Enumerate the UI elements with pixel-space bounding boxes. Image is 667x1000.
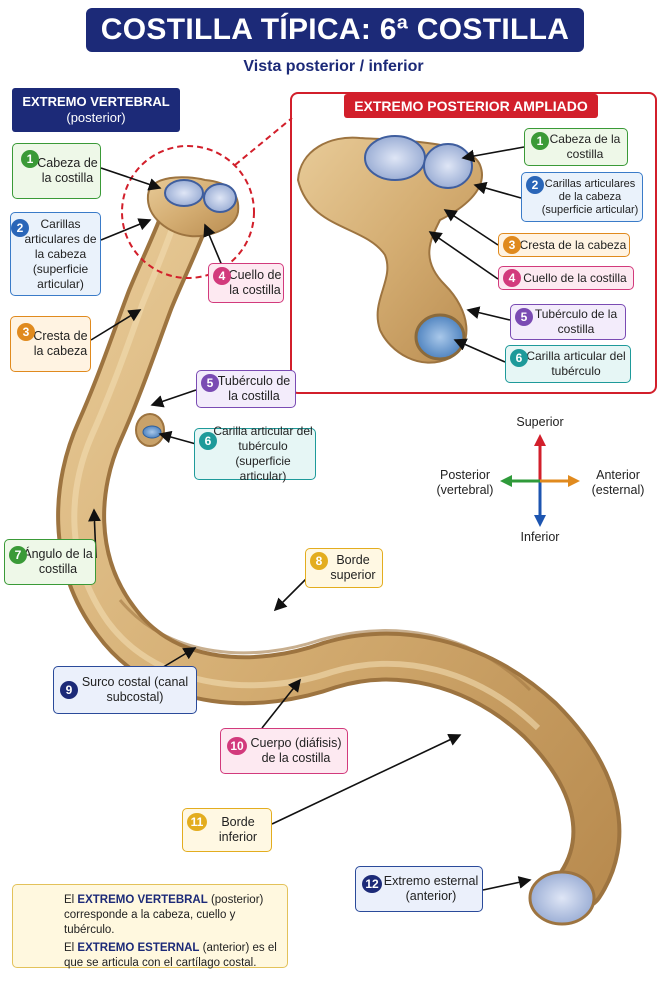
zoom-circle — [121, 145, 255, 279]
label-body: 10 Cuerpo (diáfisis) de la costilla — [220, 728, 348, 774]
arrow-down-icon — [534, 515, 546, 527]
zoom-label-head: 1 Cabeza de la costilla — [524, 128, 628, 166]
label-angle: 7 Ángulo de la costilla — [4, 539, 96, 585]
label-neck: 4 Cuello de la costilla — [208, 263, 284, 303]
orientation-cross — [500, 434, 580, 527]
zoom-label-head-facets: 2 Carillas articulares de la cabeza (sup… — [521, 172, 643, 222]
zoom-connector — [234, 117, 293, 166]
rib-body — [56, 185, 622, 910]
arrow-up-icon — [534, 434, 546, 446]
label-tubercle: 5 Tubérculo de la costilla — [196, 370, 296, 408]
direction-inferior: Inferior — [520, 530, 560, 544]
info-note-text: El EXTREMO VERTEBRAL (posterior) corresp… — [64, 893, 286, 971]
direction-posterior: Posterior (vertebral) — [436, 468, 494, 497]
label-tubercle-facet: 6 Carilla articular del tubérculo (super… — [194, 424, 316, 483]
info-note — [12, 884, 288, 968]
label-head-crest: 3 Cresta de la cabeza — [10, 316, 91, 372]
note-paragraph-1: El EXTREMO VERTEBRAL (posterior) corresp… — [64, 894, 264, 936]
sternal-end-facet — [528, 870, 596, 926]
zoom-label-tubercle-facet: 6 Carilla articular del tubérculo — [505, 345, 631, 383]
page-title: COSTILLA TÍPICA: 6ª COSTILLA — [86, 8, 584, 52]
label-costal-groove: 9 Surco costal (canal subcostal) — [53, 666, 197, 714]
tubercle-facet — [142, 425, 162, 439]
direction-anterior: Anterior (esternal) — [591, 468, 645, 497]
label-superior-border: 8 Borde superior — [305, 548, 383, 588]
vertebral-end-title: EXTREMO VERTEBRAL — [22, 94, 170, 109]
vertebral-end-header: EXTREMO VERTEBRAL (posterior) — [12, 88, 180, 132]
note-paragraph-2: El EXTREMO ESTERNAL (anterior) es el que… — [64, 942, 277, 969]
zoom-label-neck: 4 Cuello de la costilla — [498, 266, 634, 290]
vertebral-end-subtitle: (posterior) — [66, 110, 126, 125]
rib-head — [146, 176, 240, 238]
arrow-left-icon — [500, 475, 512, 487]
arrow-right-icon — [568, 475, 580, 487]
zoom-label-head-crest: 3 Cresta de la cabeza — [498, 233, 630, 257]
zoom-leader-arrows — [428, 146, 525, 363]
zoom-label-tubercle: 5 Tubérculo de la costilla — [510, 304, 626, 340]
zoom-rib-drawing — [296, 135, 483, 364]
page-subtitle: Vista posterior / inferior — [243, 58, 424, 75]
label-head-facets: 2 Carillas articulares de la cabeza (sup… — [10, 212, 101, 296]
direction-superior: Superior — [516, 415, 564, 429]
label-sternal-end: 12 Extremo esternal (anterior) — [355, 866, 483, 912]
zoom-panel-title: EXTREMO POSTERIOR AMPLIADO — [344, 94, 598, 118]
label-head: 1 Cabeza de la costilla — [12, 143, 101, 199]
label-inferior-border: 11 Borde inferior — [182, 808, 272, 852]
